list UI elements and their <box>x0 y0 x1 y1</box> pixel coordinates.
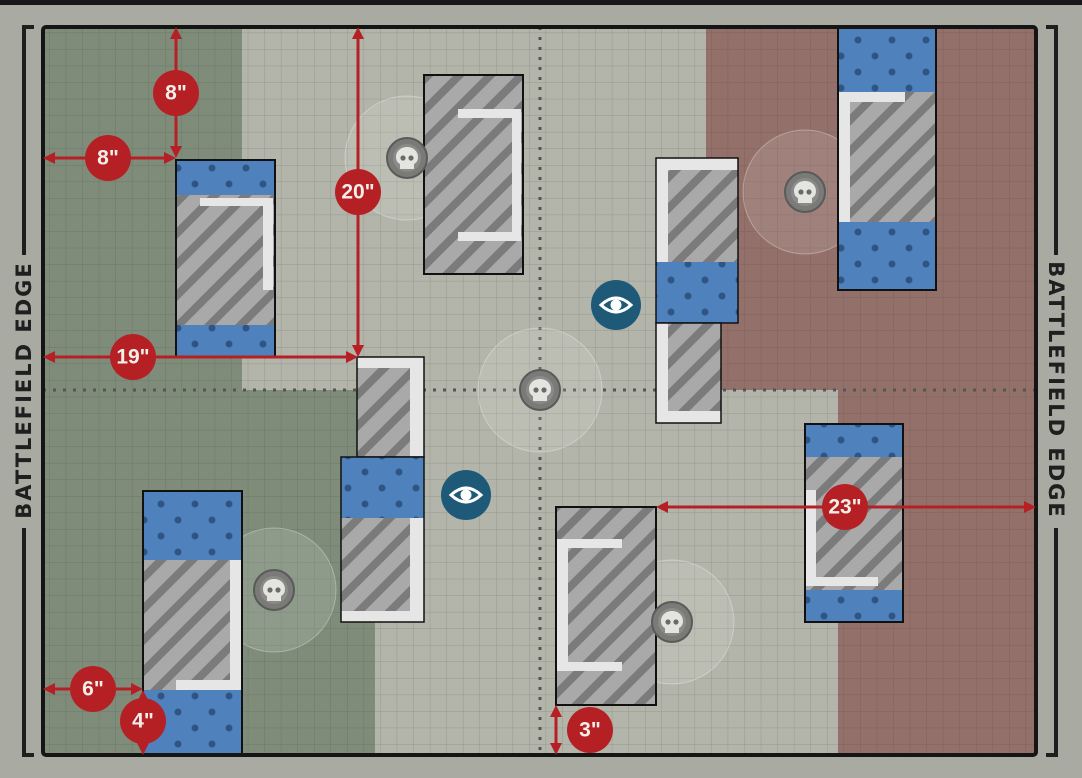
measure-label: 6" <box>82 678 104 701</box>
measure-label: 19" <box>116 346 149 369</box>
terrain-3 <box>340 356 425 623</box>
wall <box>200 198 273 290</box>
measure-badge: 6" <box>70 666 116 712</box>
left-edge-label: BATTLEFIELD EDGE <box>12 261 36 518</box>
skull-icon[interactable] <box>784 171 826 213</box>
measure-labels: 8" 8" 20" 19" 6" 4" 3" 23" <box>70 70 868 753</box>
terrain-6 <box>837 26 937 291</box>
measure-badge: 8" <box>153 70 199 116</box>
eye-icon[interactable] <box>589 278 643 332</box>
terrain-8 <box>555 506 657 706</box>
board-edge <box>41 25 1038 757</box>
left-edge-bracket <box>22 25 34 757</box>
measure-label: 8" <box>97 147 119 170</box>
measure-label: 4" <box>132 710 154 733</box>
wall <box>556 539 622 671</box>
eye-icon[interactable] <box>439 468 493 522</box>
measure-badge: 4" <box>120 698 166 744</box>
skull-icon[interactable] <box>386 137 428 179</box>
right-edge-bracket <box>1046 25 1058 757</box>
right-edge-label: BATTLEFIELD EDGE <box>1044 261 1068 518</box>
skull-icon[interactable] <box>519 369 561 411</box>
measure-label: 3" <box>579 719 601 742</box>
terrain-1 <box>175 159 276 358</box>
terrain-7 <box>804 423 904 623</box>
terrain-2 <box>423 74 524 275</box>
measure-badge: 8" <box>85 135 131 181</box>
top-bar <box>0 0 1082 5</box>
skull-icon[interactable] <box>253 569 295 611</box>
measure-label: 20" <box>341 181 374 204</box>
measure-19in-horizontal <box>43 351 358 363</box>
measure-label: 8" <box>165 82 187 105</box>
measure-badge: 23" <box>822 484 868 530</box>
wall <box>458 109 521 241</box>
measure-badge: 3" <box>567 707 613 753</box>
measure-3in-vertical <box>550 705 562 755</box>
wall <box>805 490 878 586</box>
skull-icon[interactable] <box>651 601 693 643</box>
wall <box>176 560 241 690</box>
wall <box>838 92 905 222</box>
measure-badge: 20" <box>335 169 381 215</box>
terrain-5 <box>655 157 739 424</box>
measure-badge: 19" <box>110 334 156 380</box>
terrain-4 <box>142 490 243 756</box>
measure-label: 23" <box>828 496 861 519</box>
